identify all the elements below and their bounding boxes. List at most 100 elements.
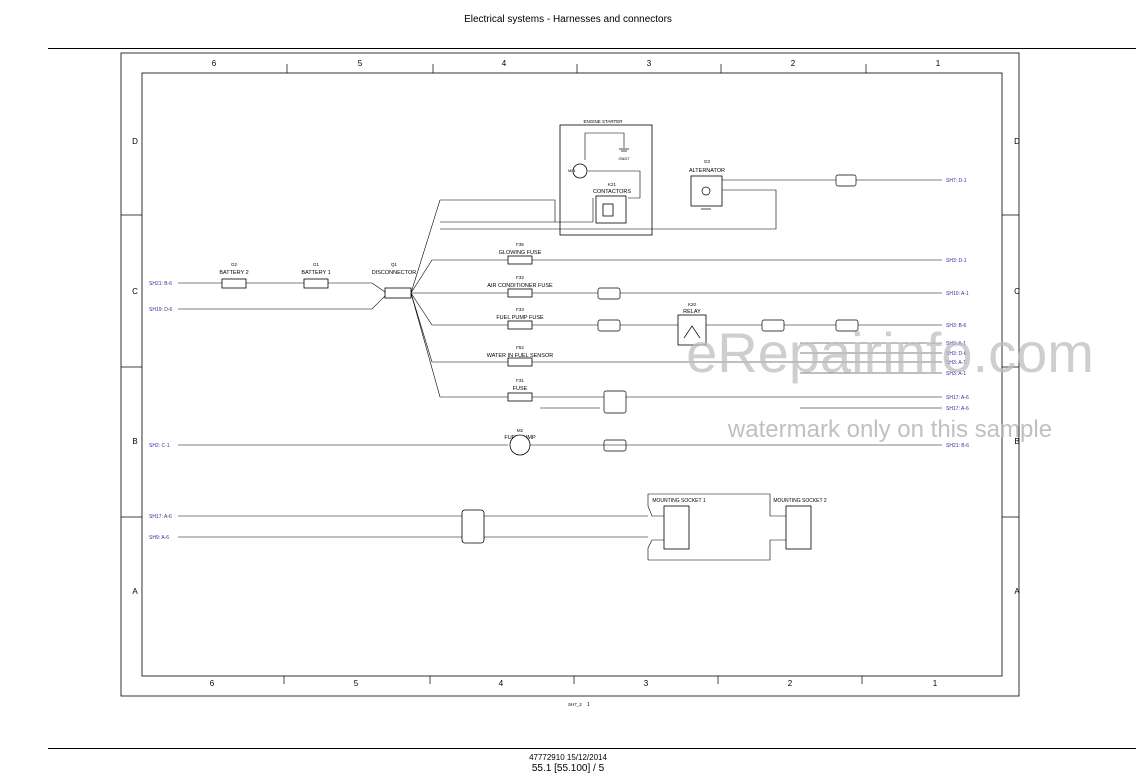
mounting-socket-1-symbol xyxy=(663,505,690,550)
connector xyxy=(597,287,621,300)
battery-2-symbol xyxy=(221,278,247,289)
col-label-bottom: 1 xyxy=(933,679,938,688)
f31-code: F31 xyxy=(516,378,524,383)
sheet-reference: SH7: D-1 xyxy=(946,178,967,184)
sheet-reference: SH10: A-1 xyxy=(946,291,969,297)
row-label-left: B xyxy=(132,437,137,446)
connector xyxy=(603,390,627,414)
col-label-top: 5 xyxy=(358,59,363,68)
connector xyxy=(835,174,857,187)
col-label-top: 6 xyxy=(212,59,217,68)
connector xyxy=(603,439,627,452)
sheet-label: SH7_2 xyxy=(568,702,582,707)
sheet-reference: SH3: D-1 xyxy=(946,258,967,264)
row-label-right: A xyxy=(1014,587,1020,596)
col-label-top: 4 xyxy=(502,59,507,68)
sheet-reference: SH17: A-6 xyxy=(946,406,969,412)
watermark-brand: eRepairinfo.com xyxy=(686,321,1094,384)
connector xyxy=(597,319,621,332)
water-sensor-label: WATER IN FUEL SENSOR xyxy=(487,353,553,359)
outer-frame xyxy=(120,52,1020,697)
sheet-reference: SH17: A-6 xyxy=(946,395,969,401)
connector xyxy=(761,319,785,332)
water-sensor-fuse-symbol xyxy=(507,357,533,367)
sheet-reference: SH3: D-6 xyxy=(946,351,967,357)
sheet-reference: SH3: A-1 xyxy=(946,360,966,366)
gnd7-label: GND7 xyxy=(618,156,630,161)
col-label-bottom: 3 xyxy=(644,679,649,688)
watermark-notice: watermark only on this sample xyxy=(727,416,1052,443)
row-label-left: A xyxy=(132,587,138,596)
f32-code: F32 xyxy=(516,275,524,280)
battery-2-label: BATTERY 2 xyxy=(219,270,248,276)
q1-code: Q1 xyxy=(391,262,398,267)
page-title: Electrical systems - Harnesses and conne… xyxy=(464,14,672,25)
col-label-top: 1 xyxy=(936,59,941,68)
row-label-right: B xyxy=(1014,437,1019,446)
glowing-fuse-symbol xyxy=(507,255,533,265)
sheet-reference: SH17: A-6 xyxy=(149,514,172,520)
disconnector-symbol xyxy=(384,287,412,299)
m2-code: M2 xyxy=(517,428,524,433)
f33-code: F33 xyxy=(516,307,524,312)
alternator-label: ALTERNATOR xyxy=(689,168,725,174)
connector xyxy=(835,319,859,332)
mounting-socket-2-symbol xyxy=(785,505,812,550)
f36-code: F36 xyxy=(516,242,524,247)
ac-fuse-label: AIR CONDITIONER FUSE xyxy=(487,283,553,289)
starter-motor-symbol xyxy=(572,163,588,179)
contactors-label: CONTACTORS xyxy=(593,189,631,195)
sheet-reference: SH3: B-6 xyxy=(946,323,967,329)
footer-rule xyxy=(48,748,1136,749)
relay-label: RELAY xyxy=(683,309,701,315)
engine-starter-box xyxy=(559,124,653,236)
sheet-reference: SH3: A-1 xyxy=(946,371,966,377)
ac-fuse-symbol xyxy=(507,288,533,298)
fuel-pump-symbol xyxy=(509,434,531,456)
col-label-top: 2 xyxy=(791,59,796,68)
g1-code: G1 xyxy=(313,262,320,267)
sheet-reference: SH19: D-6 xyxy=(149,307,173,313)
col-label-bottom: 6 xyxy=(210,679,215,688)
alternator-box xyxy=(690,175,723,207)
mounting-socket-1-label: MOUNTING SOCKET 1 xyxy=(652,498,705,504)
m01-label: M01 xyxy=(568,168,577,173)
g2-code: G2 xyxy=(231,262,238,267)
document-reference: 47772910 15/12/2014 xyxy=(529,753,607,762)
sheet-number: 1 xyxy=(587,702,590,708)
battery-1-label: BATTERY 1 xyxy=(301,270,330,276)
relay-box xyxy=(677,314,707,346)
f52-code: F52 xyxy=(516,345,524,350)
g3-code: G3 xyxy=(704,159,711,164)
inner-frame xyxy=(141,72,1003,677)
disconnector-label: DISCONNECTOR xyxy=(372,270,417,276)
engine-starter-label: ENGINE STARTER xyxy=(583,119,623,124)
row-label-left: D xyxy=(132,137,138,146)
sheet-reference: SH21: B-6 xyxy=(149,281,172,287)
fuel-pump-fuse-label: FUEL PUMP FUSE xyxy=(496,315,544,321)
sheet-reference: SH3: A-1 xyxy=(946,341,966,347)
sheet-reference: SH9: A-6 xyxy=(149,535,169,541)
fuse-symbol xyxy=(507,392,533,402)
sheet-reference: SH2: C-1 xyxy=(149,443,170,449)
k20-code: K20 xyxy=(688,302,697,307)
col-label-bottom: 5 xyxy=(354,679,359,688)
battery-1-symbol xyxy=(303,278,329,289)
col-label-bottom: 2 xyxy=(788,679,793,688)
k21-code: K21 xyxy=(608,182,617,187)
col-label-top: 3 xyxy=(647,59,652,68)
k21-contactor-box xyxy=(595,195,627,224)
row-label-left: C xyxy=(132,287,138,296)
inline-connector xyxy=(461,509,485,544)
header-rule xyxy=(48,48,1136,49)
row-label-right: D xyxy=(1014,137,1020,146)
mounting-socket-2-label: MOUNTING SOCKET 2 xyxy=(773,498,826,504)
col-label-bottom: 4 xyxy=(499,679,504,688)
sheet-reference: SH21: B-6 xyxy=(946,443,969,449)
glowing-fuse-label: GLOWING FUSE xyxy=(499,250,542,256)
fuel-pump-fuse-symbol xyxy=(507,320,533,330)
page-reference: 55.1 [55.100] / 5 xyxy=(531,763,605,774)
row-label-right: C xyxy=(1014,287,1020,296)
fuse-label: FUSE xyxy=(513,386,528,392)
